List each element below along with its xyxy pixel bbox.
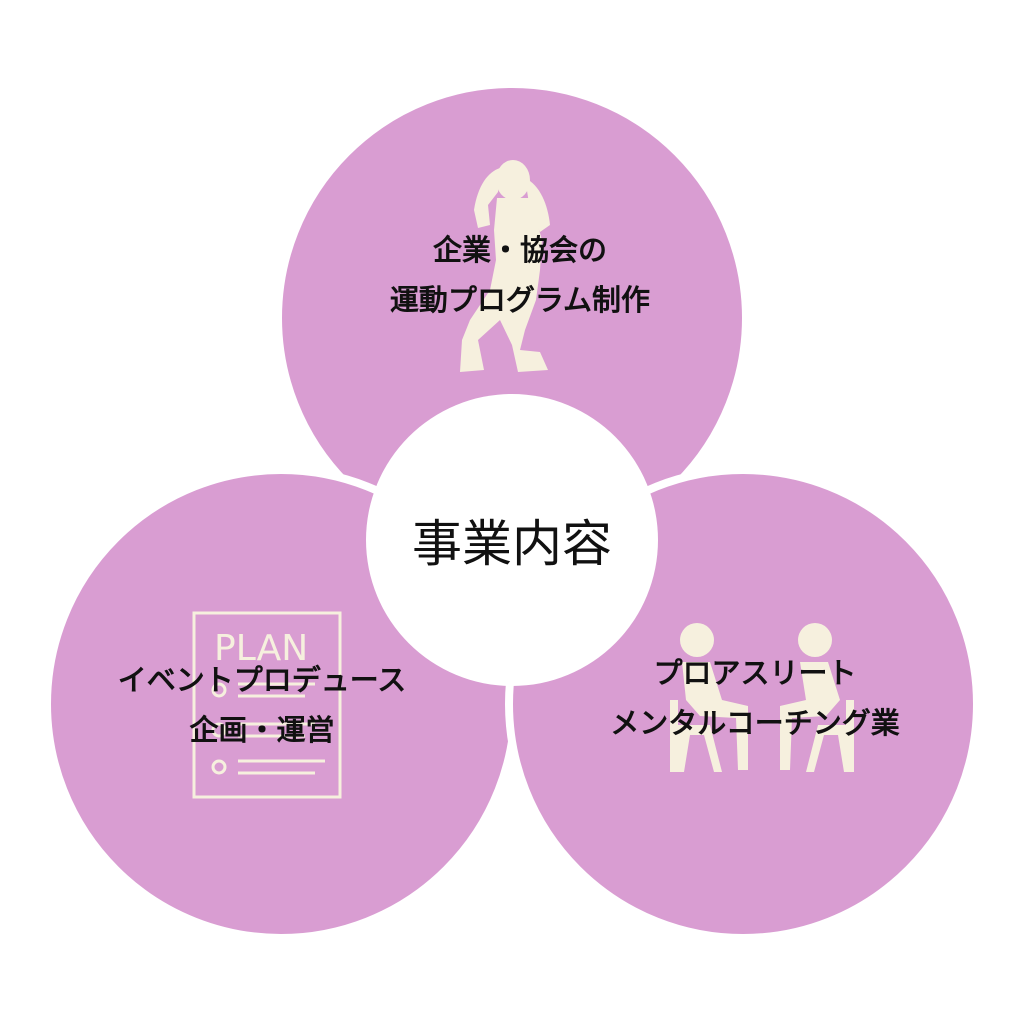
section-right-label: プロアスリート メンタルコーチング業 [610, 648, 899, 748]
section-left-label: イベントプロデュース 企画・運営 [118, 655, 407, 755]
section-top-line1: 企業・協会の [432, 233, 608, 267]
counseling-people-icon [670, 623, 854, 772]
plan-document-icon: PLAN [192, 611, 342, 799]
section-left-line1: イベントプロデュース [117, 663, 407, 697]
section-left-line2: 企画・運営 [189, 713, 335, 747]
section-right-line1: プロアスリート [653, 656, 857, 690]
section-top-line2: 運動プログラム制作 [389, 283, 651, 317]
section-top-label: 企業・協会の 運動プログラム制作 [390, 225, 650, 325]
section-right-line2: メンタルコーチング業 [610, 706, 900, 740]
center-label: 事業内容 [412, 515, 612, 573]
center-circle [366, 394, 658, 686]
plan-icon-text: PLAN [214, 628, 308, 669]
dancer-icon [460, 160, 550, 372]
